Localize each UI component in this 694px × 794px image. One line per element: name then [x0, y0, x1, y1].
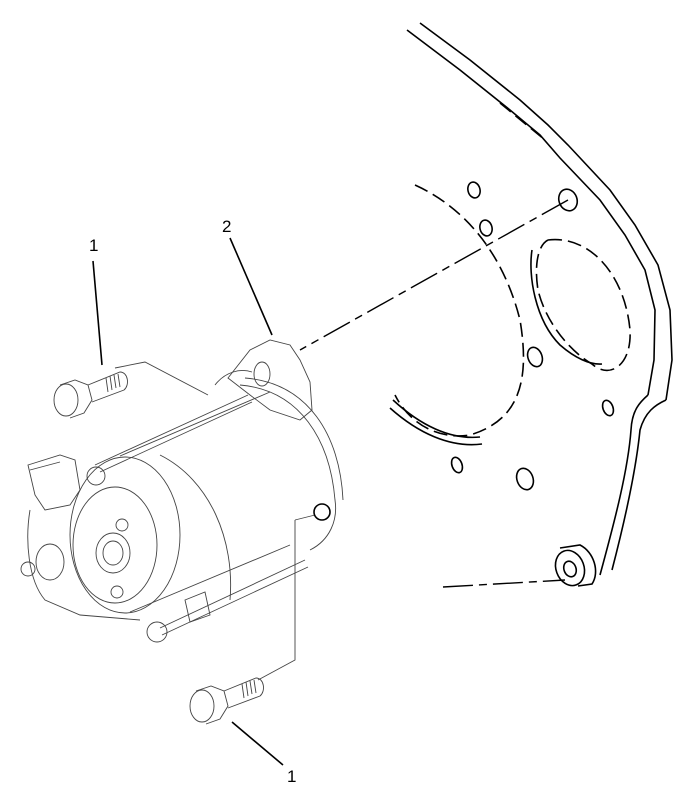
leader-line-2	[229, 237, 273, 336]
leader-lines	[92, 237, 284, 766]
engine-plate	[389, 22, 673, 587]
upper-bolt	[53, 371, 128, 419]
starter-motor	[20, 339, 344, 643]
callout-2: 2	[222, 217, 232, 236]
callout-1-top: 1	[89, 236, 99, 255]
leader-line-1-top	[92, 260, 103, 366]
alignment-lines	[114, 199, 569, 681]
lower-bolt	[189, 677, 264, 725]
callout-1-bottom: 1	[287, 767, 297, 786]
leader-line-1-bottom	[231, 721, 284, 766]
